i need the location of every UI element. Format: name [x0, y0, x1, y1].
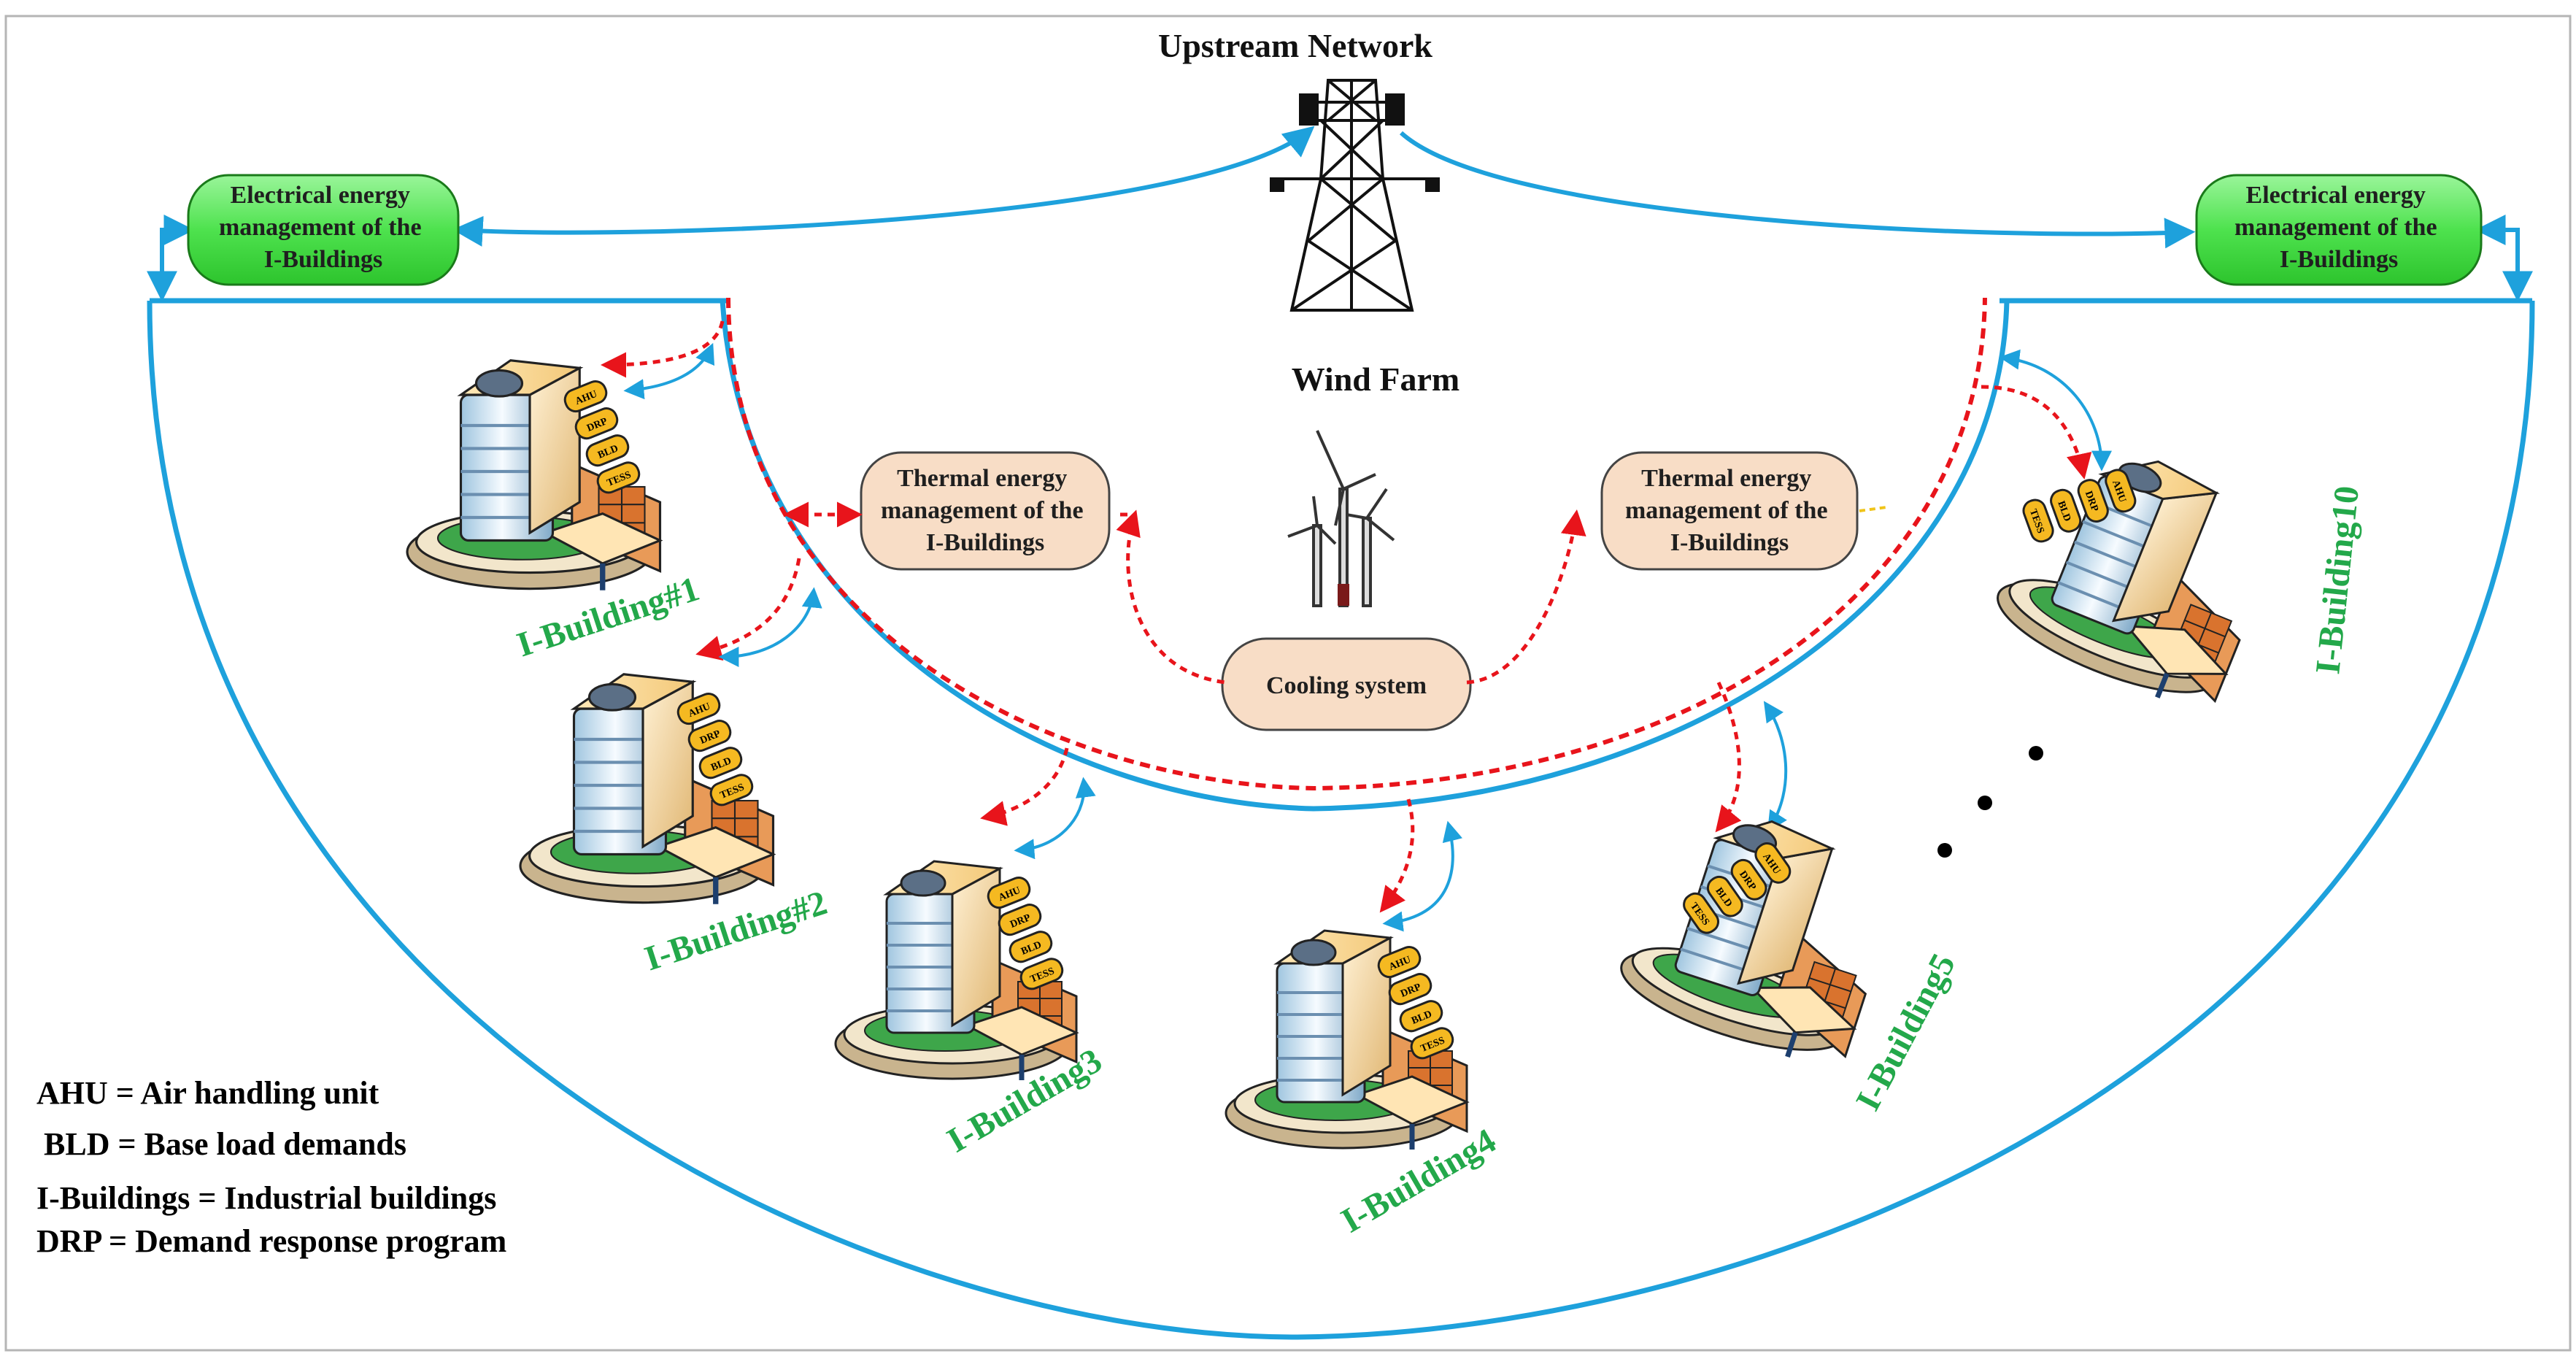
thermal-box-right: Thermal energy management of the I-Build… [1600, 451, 1859, 571]
tag-pill [2105, 469, 2137, 513]
tag-pill [1399, 1000, 1443, 1033]
tag-pill [585, 434, 630, 467]
thermal-box-right-line3: I-Buildings [1670, 529, 1789, 556]
electrical-box-left: Electrical energy management of the I-Bu… [187, 174, 460, 286]
electrical-box-left-line2: management of the [219, 214, 422, 241]
wind-farm-title: Wind Farm [1292, 361, 1459, 398]
link-elec-left [147, 215, 195, 302]
electrical-box-left-line1: Electrical energy [231, 182, 410, 209]
tag-pill [1754, 842, 1792, 884]
tag-pill [1388, 973, 1432, 1006]
tag-pill [596, 461, 641, 494]
thermal-right-link [1859, 506, 1887, 512]
svg-text:Electrical energy manage: Electrical energy management of the I-Bu… [219, 182, 428, 273]
building-10 [1985, 425, 2290, 718]
tag-pill [2022, 498, 2054, 543]
ellipsis-dots [1937, 746, 2043, 858]
electrical-box-right-line2: management of the [2234, 214, 2437, 241]
electrical-links [623, 342, 2112, 932]
thermal-box-right-line1: Thermal energy [1641, 465, 1811, 492]
svg-text:Thermal energy managemen: Thermal energy management of the I-Build… [1625, 465, 1834, 556]
tag-pill [676, 692, 721, 725]
tag-pill [1706, 875, 1743, 917]
thermal-links [601, 320, 2092, 913]
tag-pill [1377, 945, 1422, 979]
tag-pill [1019, 958, 1064, 990]
wind-turbines-icon [1287, 430, 1395, 607]
legend-item-3: I-Buildings = Industrial buildings [36, 1180, 496, 1216]
tag-pill [709, 774, 754, 806]
tag-pill [687, 720, 732, 752]
building-5-label: I-Building5 [1848, 947, 1963, 1117]
electrical-box-left-line3: I-Buildings [264, 246, 383, 273]
legend: AHU = Air handling unit BLD = Base load … [36, 1075, 506, 1259]
legend-item-4: DRP = Demand response program [36, 1223, 506, 1259]
upstream-network-title: Upstream Network [1158, 27, 1432, 64]
tag-pill [1009, 931, 1053, 963]
outer-frame [4, 15, 2572, 1352]
link-upstream-left [452, 126, 1315, 247]
cooling-system-box: Cooling system [1221, 637, 1472, 731]
thermal-box-right-line2: management of the [1625, 497, 1828, 524]
transmission-tower-icon [1270, 79, 1440, 312]
legend-item-2: BLD = Base load demands [44, 1126, 406, 1162]
building-10-label: I-Building10 [2308, 484, 2367, 676]
legend-item-1: AHU = Air handling unit [36, 1075, 379, 1111]
tag-pill [563, 380, 608, 413]
thermal-box-left-line1: Thermal energy [897, 465, 1067, 492]
thermal-ring [726, 297, 1987, 791]
cooling-system-label: Cooling system [1266, 672, 1427, 699]
electrical-box-right-line1: Electrical energy [2246, 182, 2426, 209]
tag-pill [574, 407, 619, 440]
tag-pill [1683, 892, 1719, 934]
svg-text:Thermal energy managemen: Thermal energy management of the I-Build… [881, 465, 1090, 556]
tag-pill [987, 876, 1031, 909]
tag-pill [2077, 479, 2109, 523]
tag-pill [2050, 488, 2082, 533]
electrical-box-right: Electrical energy management of the I-Bu… [2195, 174, 2483, 286]
tag-pill [698, 747, 743, 779]
thermal-box-left-line3: I-Buildings [926, 529, 1045, 556]
link-elec-right [2475, 215, 2533, 302]
tag-pill [998, 904, 1042, 936]
thermal-box-left: Thermal energy management of the I-Build… [860, 451, 1111, 571]
thermal-box-left-line2: management of the [881, 497, 1084, 524]
building-5 [1611, 791, 1908, 1074]
tag-pill [1410, 1027, 1454, 1060]
svg-text:Electrical energy manage: Electrical energy management of the I-Bu… [2234, 182, 2443, 273]
electrical-box-right-line3: I-Buildings [2280, 246, 2399, 273]
link-upstream-right [1399, 131, 2196, 249]
tag-pill [1730, 858, 1767, 901]
